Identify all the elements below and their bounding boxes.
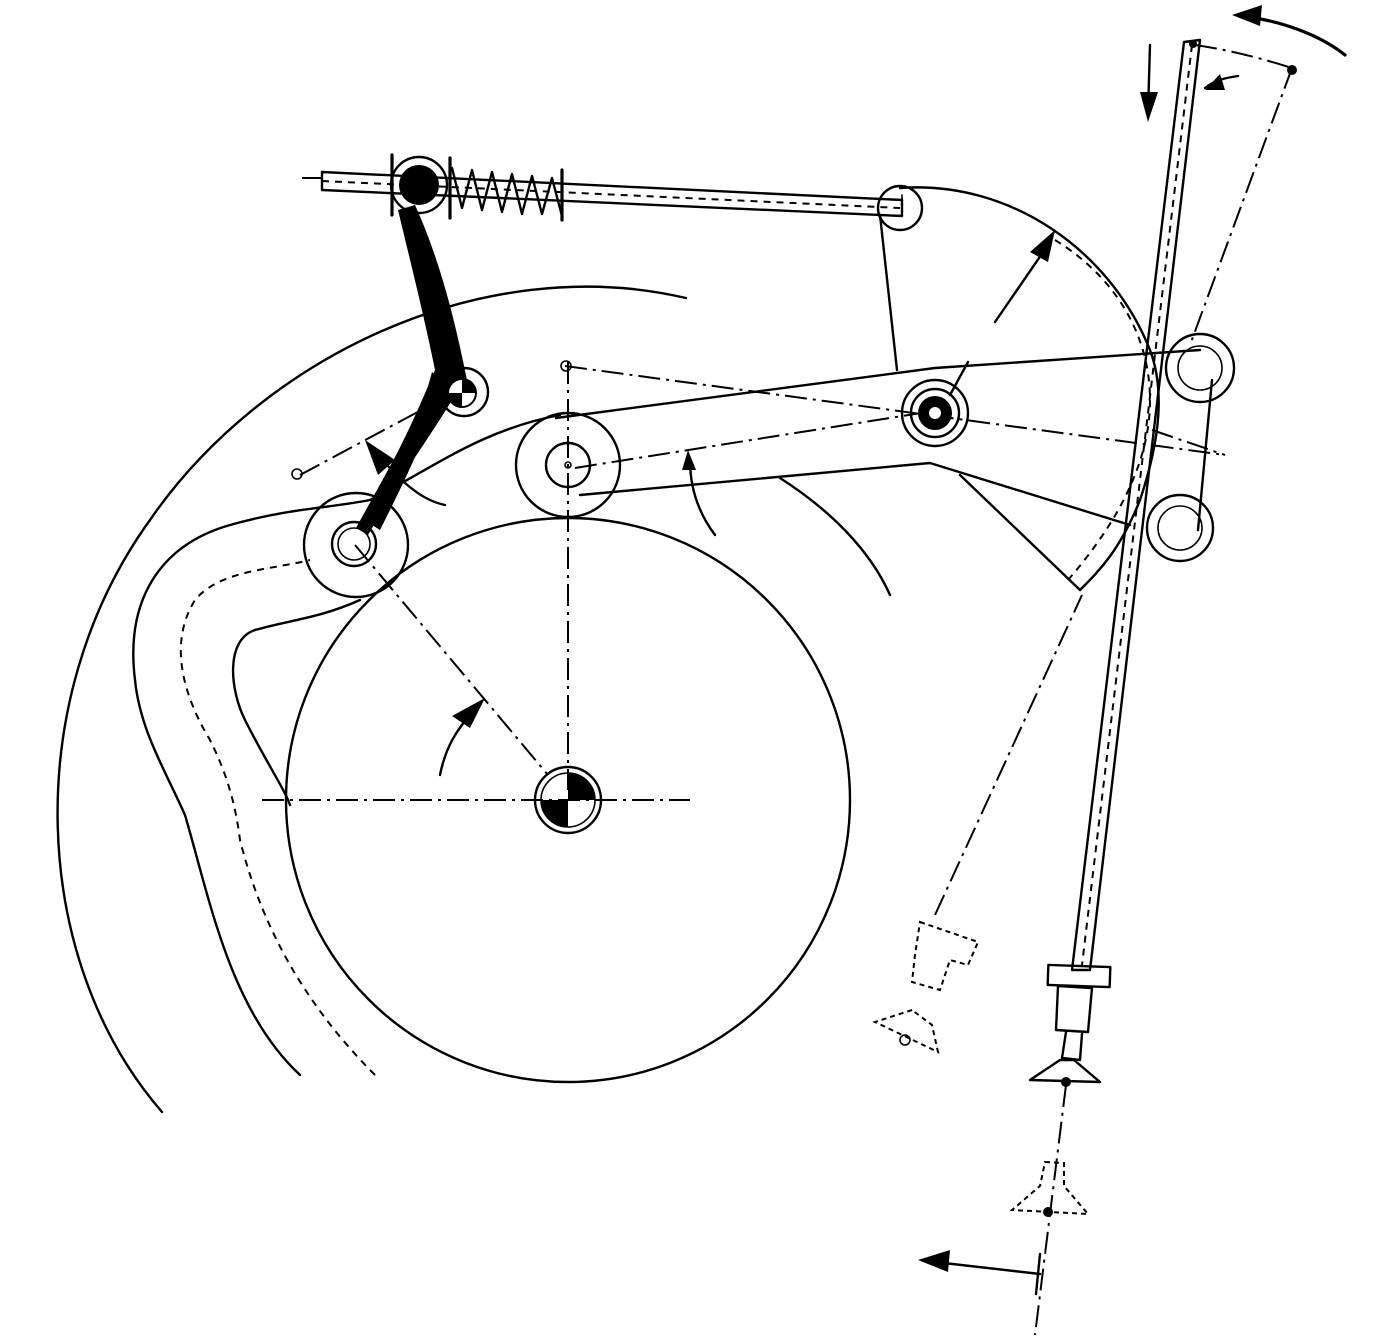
spring-rod [320, 170, 904, 218]
link-angle-arc [688, 458, 717, 537]
ghost-foot-lower [1009, 1160, 1091, 1216]
rod-swing-path [1194, 44, 1293, 69]
bottom-left-arrow-icon [933, 1260, 1042, 1276]
spring-anchor-pin-outer [389, 155, 449, 215]
rod-collar [1046, 963, 1112, 989]
cam-groove-upper-wall [253, 598, 362, 632]
curved-lever [356, 205, 468, 535]
cam-roller-inner [330, 520, 378, 568]
ghost-foot-left [910, 920, 980, 992]
wheel-rotation-arrowhead-icon [452, 698, 485, 728]
wheel-radial-centerline [354, 544, 549, 776]
rod-lower-sleeve [1054, 984, 1094, 1034]
cam-groove-inner-wall [231, 628, 292, 807]
lever-pivot-outer [438, 366, 490, 418]
central-pivot-outer [900, 378, 970, 448]
sector-motion-arrow-icon [993, 243, 1050, 324]
sector-plate-inner-arc [1054, 239, 1152, 581]
sector-plate-arc [898, 186, 1160, 592]
link-left-pivot-outer [514, 411, 622, 519]
cam-roller-outer [302, 491, 410, 599]
rod-end-pin [876, 184, 924, 232]
vertical-slide-rod [1070, 38, 1202, 972]
rod-foot [1028, 1058, 1102, 1084]
cam-groove-centerline [179, 559, 376, 1076]
link-left-pivot-inner [544, 441, 592, 489]
main-connecting-link [554, 348, 1202, 527]
lower-right-roller [1145, 493, 1215, 563]
outer-housing-arc [56, 285, 688, 1114]
upper-right-roller [1164, 332, 1236, 404]
center-of-rotation-marker-icon [533, 765, 603, 835]
